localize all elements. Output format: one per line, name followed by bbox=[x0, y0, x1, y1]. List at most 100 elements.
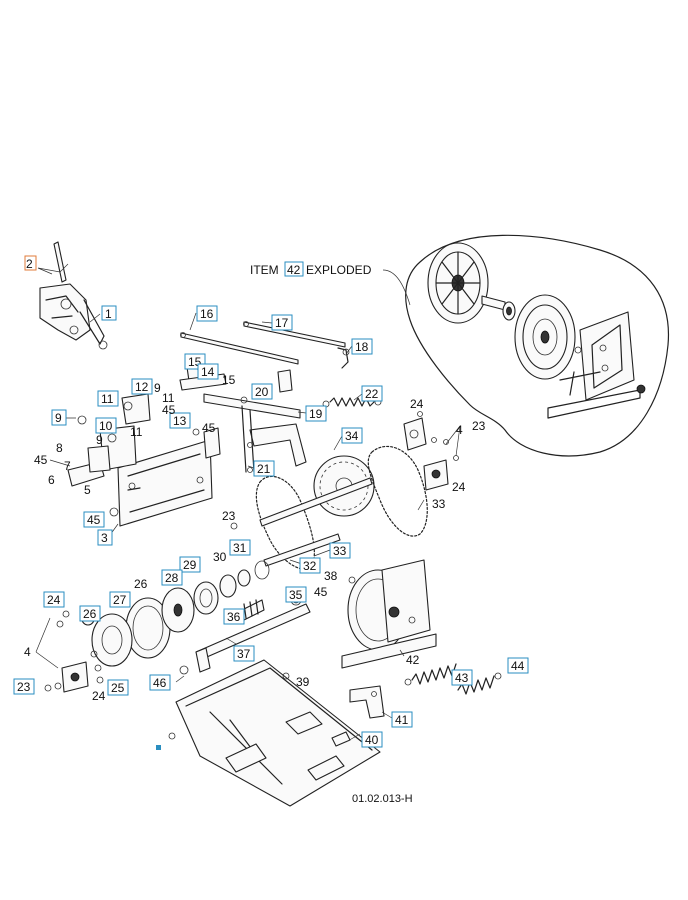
svg-text:19: 19 bbox=[309, 407, 323, 421]
label-7-plain: 7 bbox=[64, 459, 71, 473]
label-44: 44 bbox=[507, 657, 529, 674]
svg-text:10: 10 bbox=[99, 419, 113, 433]
svg-text:14: 14 bbox=[201, 365, 215, 379]
spring-43 bbox=[404, 663, 457, 686]
svg-text:44: 44 bbox=[511, 659, 525, 673]
label-46: 46 bbox=[149, 674, 171, 691]
label-11-boxed: 11 bbox=[97, 390, 119, 407]
svg-text:21: 21 bbox=[257, 462, 271, 476]
label-8-plain: 8 bbox=[56, 441, 63, 455]
svg-text:27: 27 bbox=[113, 593, 127, 607]
label-11-plain-b: 11 bbox=[130, 425, 143, 439]
label-32: 32 bbox=[299, 557, 321, 574]
label-1: 1 bbox=[101, 305, 117, 321]
label-16: 16 bbox=[196, 305, 218, 322]
label-39-plain: 39 bbox=[296, 675, 310, 689]
label-26-boxed: 26 bbox=[79, 605, 101, 622]
label-26-plain: 26 bbox=[134, 577, 148, 591]
label-9-boxed: 9 bbox=[51, 409, 67, 426]
label-9-plain-b: 9 bbox=[96, 433, 103, 447]
svg-text:33: 33 bbox=[333, 544, 347, 558]
label-37: 37 bbox=[233, 645, 255, 662]
label-5-plain: 5 bbox=[84, 483, 91, 497]
label-15-plain: 15 bbox=[222, 373, 236, 387]
exploded-view-cloud bbox=[382, 234, 670, 457]
svg-text:46: 46 bbox=[153, 676, 167, 690]
label-31: 31 bbox=[229, 539, 251, 556]
drawing-number: 01.02.013-H bbox=[352, 793, 413, 805]
label-41: 41 bbox=[391, 711, 413, 728]
label-43: 43 bbox=[451, 669, 473, 686]
label-24-boxed: 24 bbox=[43, 591, 65, 608]
label-4-plain-a: 4 bbox=[456, 423, 463, 437]
svg-text:26: 26 bbox=[83, 607, 97, 621]
label-12: 12 bbox=[131, 378, 153, 395]
bearing-flange-upper bbox=[403, 411, 459, 491]
label-23-boxed: 23 bbox=[13, 678, 35, 695]
label-22: 22 bbox=[361, 385, 383, 402]
exploded-shaft bbox=[481, 295, 516, 321]
label-45-plain-c: 45 bbox=[202, 421, 216, 435]
exploded-header-prefix: ITEM bbox=[250, 263, 279, 277]
bracket-41 bbox=[349, 685, 385, 719]
spring-44 bbox=[457, 672, 502, 695]
exploded-header-box bbox=[284, 261, 304, 277]
label-33-plain: 33 bbox=[432, 497, 446, 511]
svg-text:37: 37 bbox=[237, 647, 251, 661]
label-45-plain-a: 45 bbox=[162, 403, 176, 417]
svg-text:29: 29 bbox=[183, 558, 197, 572]
svg-text:30: 30 bbox=[213, 550, 227, 564]
label-14: 14 bbox=[197, 363, 219, 380]
svg-text:11: 11 bbox=[101, 392, 114, 406]
svg-text:13: 13 bbox=[173, 414, 187, 428]
label-2: 2 bbox=[24, 255, 37, 271]
label-45-boxed: 45 bbox=[83, 511, 105, 528]
label-30: 30 bbox=[213, 550, 227, 564]
label-36: 36 bbox=[223, 608, 245, 625]
label-45-plain-b: 45 bbox=[314, 585, 328, 599]
label-45-plain-d: 45 bbox=[34, 453, 48, 467]
chain-large bbox=[367, 445, 428, 537]
label-27: 27 bbox=[109, 591, 131, 608]
main-shaft bbox=[259, 477, 373, 567]
label-25: 25 bbox=[107, 679, 129, 696]
label-33-boxed: 33 bbox=[329, 542, 351, 559]
housing-42 bbox=[341, 559, 437, 669]
label-18: 18 bbox=[351, 338, 373, 355]
label-24-plain-c: 24 bbox=[92, 689, 106, 703]
svg-text:2: 2 bbox=[26, 257, 33, 271]
svg-text:35: 35 bbox=[289, 588, 303, 602]
label-17: 17 bbox=[271, 314, 293, 331]
exploded-large-pulley bbox=[427, 242, 489, 324]
label-21: 21 bbox=[253, 460, 275, 477]
upper-rods bbox=[180, 321, 350, 369]
svg-text:3: 3 bbox=[101, 531, 108, 545]
svg-text:45: 45 bbox=[87, 513, 101, 527]
label-42: 42 bbox=[406, 653, 420, 667]
clutch-row bbox=[125, 560, 302, 659]
exploded-header-item: 42 bbox=[287, 263, 301, 277]
label-3: 3 bbox=[97, 529, 113, 546]
svg-text:32: 32 bbox=[303, 559, 317, 573]
svg-text:36: 36 bbox=[227, 610, 241, 624]
label-35: 35 bbox=[285, 586, 307, 603]
svg-text:12: 12 bbox=[135, 380, 149, 394]
label-9-plain-a: 9 bbox=[154, 381, 161, 395]
svg-text:24: 24 bbox=[47, 593, 61, 607]
exploded-drive-pulley bbox=[514, 294, 576, 380]
label-29: 29 bbox=[179, 556, 201, 573]
svg-text:22: 22 bbox=[365, 387, 379, 401]
base-pan-40 bbox=[156, 659, 381, 807]
label-6-plain: 6 bbox=[48, 473, 55, 487]
label-24-plain-b: 24 bbox=[452, 480, 466, 494]
label-24-plain-a: 24 bbox=[410, 397, 424, 411]
exploded-header: ITEM 42 EXPLODED bbox=[250, 261, 372, 277]
label-4-plain-b: 4 bbox=[24, 645, 31, 659]
label-40: 40 bbox=[361, 731, 383, 748]
svg-text:9: 9 bbox=[55, 411, 62, 425]
label-28: 28 bbox=[161, 569, 183, 586]
label-23-plain-b: 23 bbox=[222, 509, 236, 523]
label-10: 10 bbox=[95, 417, 117, 434]
label-38-plain: 38 bbox=[324, 569, 338, 583]
label-23-plain-a: 23 bbox=[472, 419, 486, 433]
